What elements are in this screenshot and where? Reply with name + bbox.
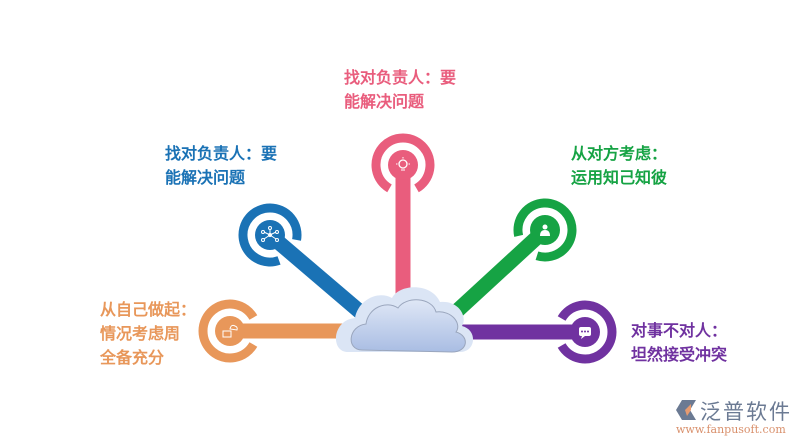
network-icon <box>261 226 279 242</box>
orange-ring <box>198 299 258 363</box>
pink-disc <box>388 150 418 180</box>
logo-name: 泛普软件 <box>700 400 792 424</box>
caption-line: 运用知己知彼 <box>571 168 668 187</box>
blue-ring <box>238 203 302 267</box>
caption-orange: 从自己做起： 情况考虑周 全备充分 <box>100 298 196 370</box>
caption-line: 坦然接受冲突 <box>631 345 728 364</box>
computer-cloud-icon <box>222 324 238 338</box>
caption-line: 找对负责人：要 <box>165 144 278 163</box>
logo-url[interactable]: www.fanpusoft.com <box>676 423 786 436</box>
logo-mark-icon <box>676 400 696 420</box>
caption-line: 从对方考虑： <box>571 144 668 163</box>
cloud <box>335 287 474 353</box>
caption-line: 情况考虑周 <box>100 324 181 343</box>
caption-line: 能解决问题 <box>165 168 246 187</box>
caption-line: 从自己做起： <box>100 300 197 319</box>
caption-purple: 对事不对人： 坦然接受冲突 <box>631 319 727 367</box>
caption-pink: 找对负责人：要 能解决问题 <box>344 66 456 114</box>
caption-line: 全备充分 <box>100 348 165 367</box>
caption-line: 能解决问题 <box>344 92 425 111</box>
person-icon <box>540 224 550 236</box>
caption-green: 从对方考虑： 运用知己知彼 <box>571 142 667 190</box>
green-arm <box>439 224 551 328</box>
green-ring <box>513 198 577 262</box>
purple-ring <box>557 300 617 364</box>
lightbulb-icon <box>396 157 410 171</box>
caption-blue: 找对负责人：要 能解决问题 <box>165 142 277 190</box>
blue-arm <box>265 229 377 328</box>
caption-line: 对事不对人： <box>631 321 728 340</box>
pink-ring <box>371 133 435 193</box>
chat-icon <box>579 327 591 339</box>
caption-line: 找对负责人：要 <box>344 68 457 87</box>
